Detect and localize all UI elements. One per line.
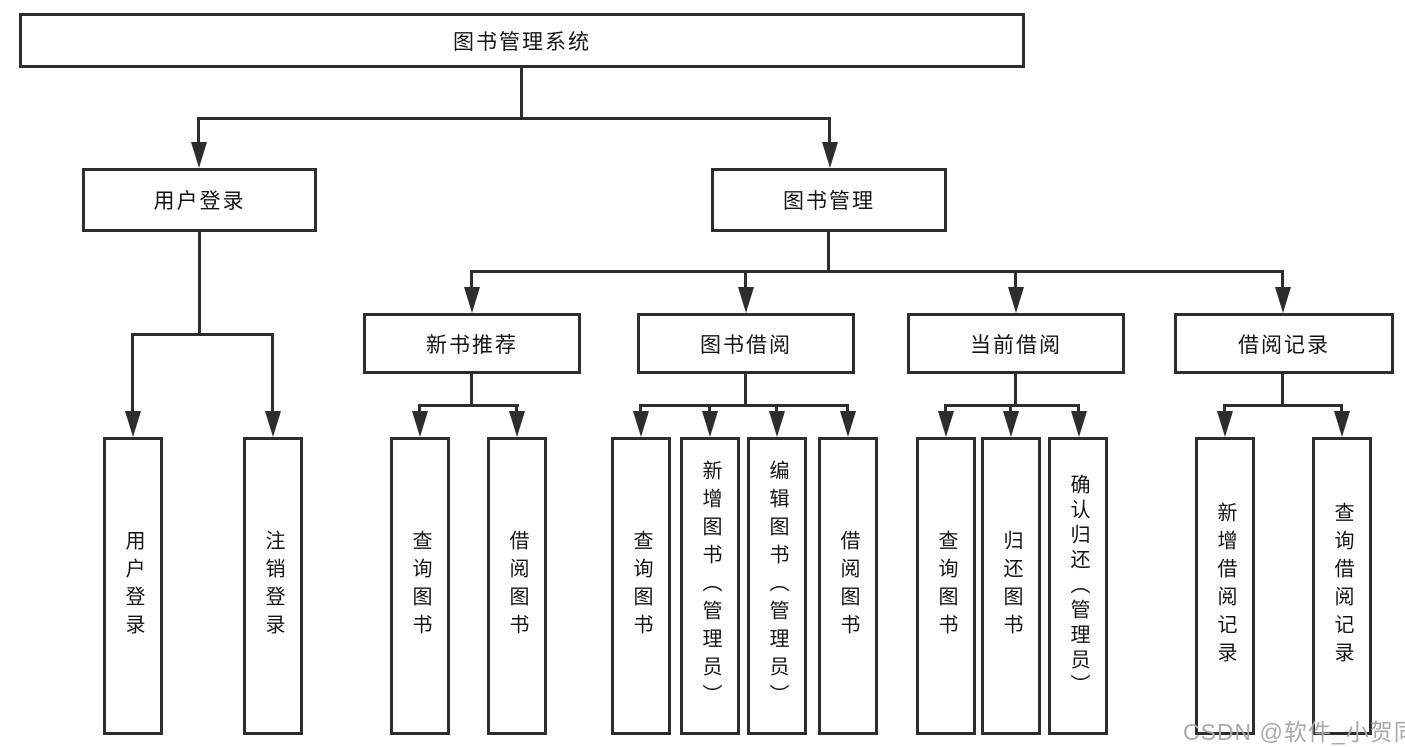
arrow-down-icon: [822, 142, 838, 168]
connector-line: [744, 374, 747, 407]
connector-line: [744, 270, 747, 288]
connector-line: [1077, 404, 1080, 412]
connector-line: [470, 270, 473, 288]
node-label: 新增借阅记录: [1214, 502, 1236, 670]
connector-line: [1223, 404, 1343, 407]
connector-line: [1009, 404, 1012, 412]
node-label: 查询图书: [935, 530, 957, 642]
node-user-login-action: 用户登录: [103, 437, 163, 735]
connector-line: [944, 404, 1080, 407]
connector-line: [470, 270, 1284, 273]
connector-line: [131, 333, 134, 413]
arrow-down-icon: [509, 411, 525, 437]
node-label: 当前借阅: [970, 333, 1062, 357]
node-label: 用户登录: [122, 530, 144, 642]
connector-line: [198, 232, 201, 336]
connector-line: [639, 404, 849, 407]
node-cb-confirm-return-admin: 确认归还（管理员）: [1048, 437, 1108, 735]
node-nb-borrow-books: 借阅图书: [487, 437, 547, 735]
node-bb-borrow-books: 借阅图书: [818, 437, 878, 735]
arrow-down-icon: [125, 411, 141, 437]
connector-line: [1014, 374, 1017, 407]
node-new-book-recommend: 新书推荐: [363, 313, 581, 374]
node-label: 借阅图书: [506, 530, 528, 642]
node-label: 查询图书: [630, 530, 652, 642]
node-label: 借阅图书: [837, 530, 859, 642]
arrow-down-icon: [412, 411, 428, 437]
connector-line: [515, 404, 518, 412]
connector-line: [470, 374, 473, 407]
node-label: 新增图书（管理员）: [699, 460, 721, 712]
connector-line: [828, 117, 831, 147]
arrow-down-icon: [1334, 411, 1350, 437]
connector-line: [1340, 404, 1343, 412]
arrow-down-icon: [1275, 287, 1291, 313]
node-label: 新书推荐: [426, 333, 518, 357]
csdn-watermark: CSDN @软件_小贺同学: [1183, 719, 1405, 745]
node-label: 确认归还（管理员）: [1067, 473, 1089, 699]
node-logout-action: 注销登录: [243, 437, 303, 735]
arrow-down-icon: [1071, 411, 1087, 437]
node-label: 借阅记录: [1238, 333, 1330, 357]
arrow-down-icon: [464, 287, 480, 313]
node-label: 查询借阅记录: [1331, 502, 1353, 670]
arrow-down-icon: [702, 411, 718, 437]
connector-line: [418, 404, 519, 407]
connector-line: [944, 404, 947, 412]
node-cb-return-books: 归还图书: [981, 437, 1041, 735]
node-user-login: 用户登录: [82, 168, 317, 232]
node-current-borrow: 当前借阅: [907, 313, 1125, 374]
node-label: 图书管理: [783, 190, 875, 213]
arrow-down-icon: [769, 411, 785, 437]
node-label: 注销登录: [262, 530, 284, 642]
node-br-add-record: 新增借阅记录: [1195, 437, 1255, 735]
arrow-down-icon: [1008, 287, 1024, 313]
arrow-down-icon: [191, 142, 207, 168]
node-bb-edit-books-admin: 编辑图书（管理员）: [747, 437, 807, 735]
node-label: 用户登录: [153, 190, 246, 213]
node-bb-add-books-admin: 新增图书（管理员）: [680, 437, 740, 735]
connector-line: [271, 333, 274, 413]
arrow-down-icon: [738, 287, 754, 313]
node-label: 归还图书: [1000, 530, 1022, 642]
arrow-down-icon: [1003, 411, 1019, 437]
connector-line: [639, 404, 642, 412]
connector-line: [775, 404, 778, 412]
node-label: 编辑图书（管理员）: [766, 460, 788, 712]
connector-line: [827, 232, 830, 273]
node-bb-query-books: 查询图书: [611, 437, 671, 735]
node-borrow-records: 借阅记录: [1174, 313, 1394, 374]
connector-line: [418, 404, 421, 412]
node-book-borrow: 图书借阅: [637, 313, 855, 374]
node-root-label: 图书管理系统: [453, 30, 591, 54]
node-book-management: 图书管理: [711, 168, 947, 232]
node-br-query-record: 查询借阅记录: [1312, 437, 1372, 735]
connector-line: [1281, 374, 1284, 407]
arrow-down-icon: [265, 411, 281, 437]
arrow-down-icon: [840, 411, 856, 437]
connector-line: [1281, 270, 1284, 288]
connector-line: [197, 117, 200, 147]
connector-line: [708, 404, 711, 412]
node-root: 图书管理系统: [19, 13, 1025, 68]
arrow-down-icon: [1217, 411, 1233, 437]
connector-line: [1223, 404, 1226, 412]
node-cb-query-books: 查询图书: [916, 437, 976, 735]
node-label: 查询图书: [409, 530, 431, 642]
node-label: 图书借阅: [700, 333, 792, 357]
connector-line: [131, 333, 274, 336]
connector-line: [197, 117, 831, 120]
connector-line: [520, 67, 523, 119]
connector-line: [1014, 270, 1017, 288]
arrow-down-icon: [938, 411, 954, 437]
arrow-down-icon: [633, 411, 649, 437]
connector-line: [846, 404, 849, 412]
node-nb-query-books: 查询图书: [390, 437, 450, 735]
